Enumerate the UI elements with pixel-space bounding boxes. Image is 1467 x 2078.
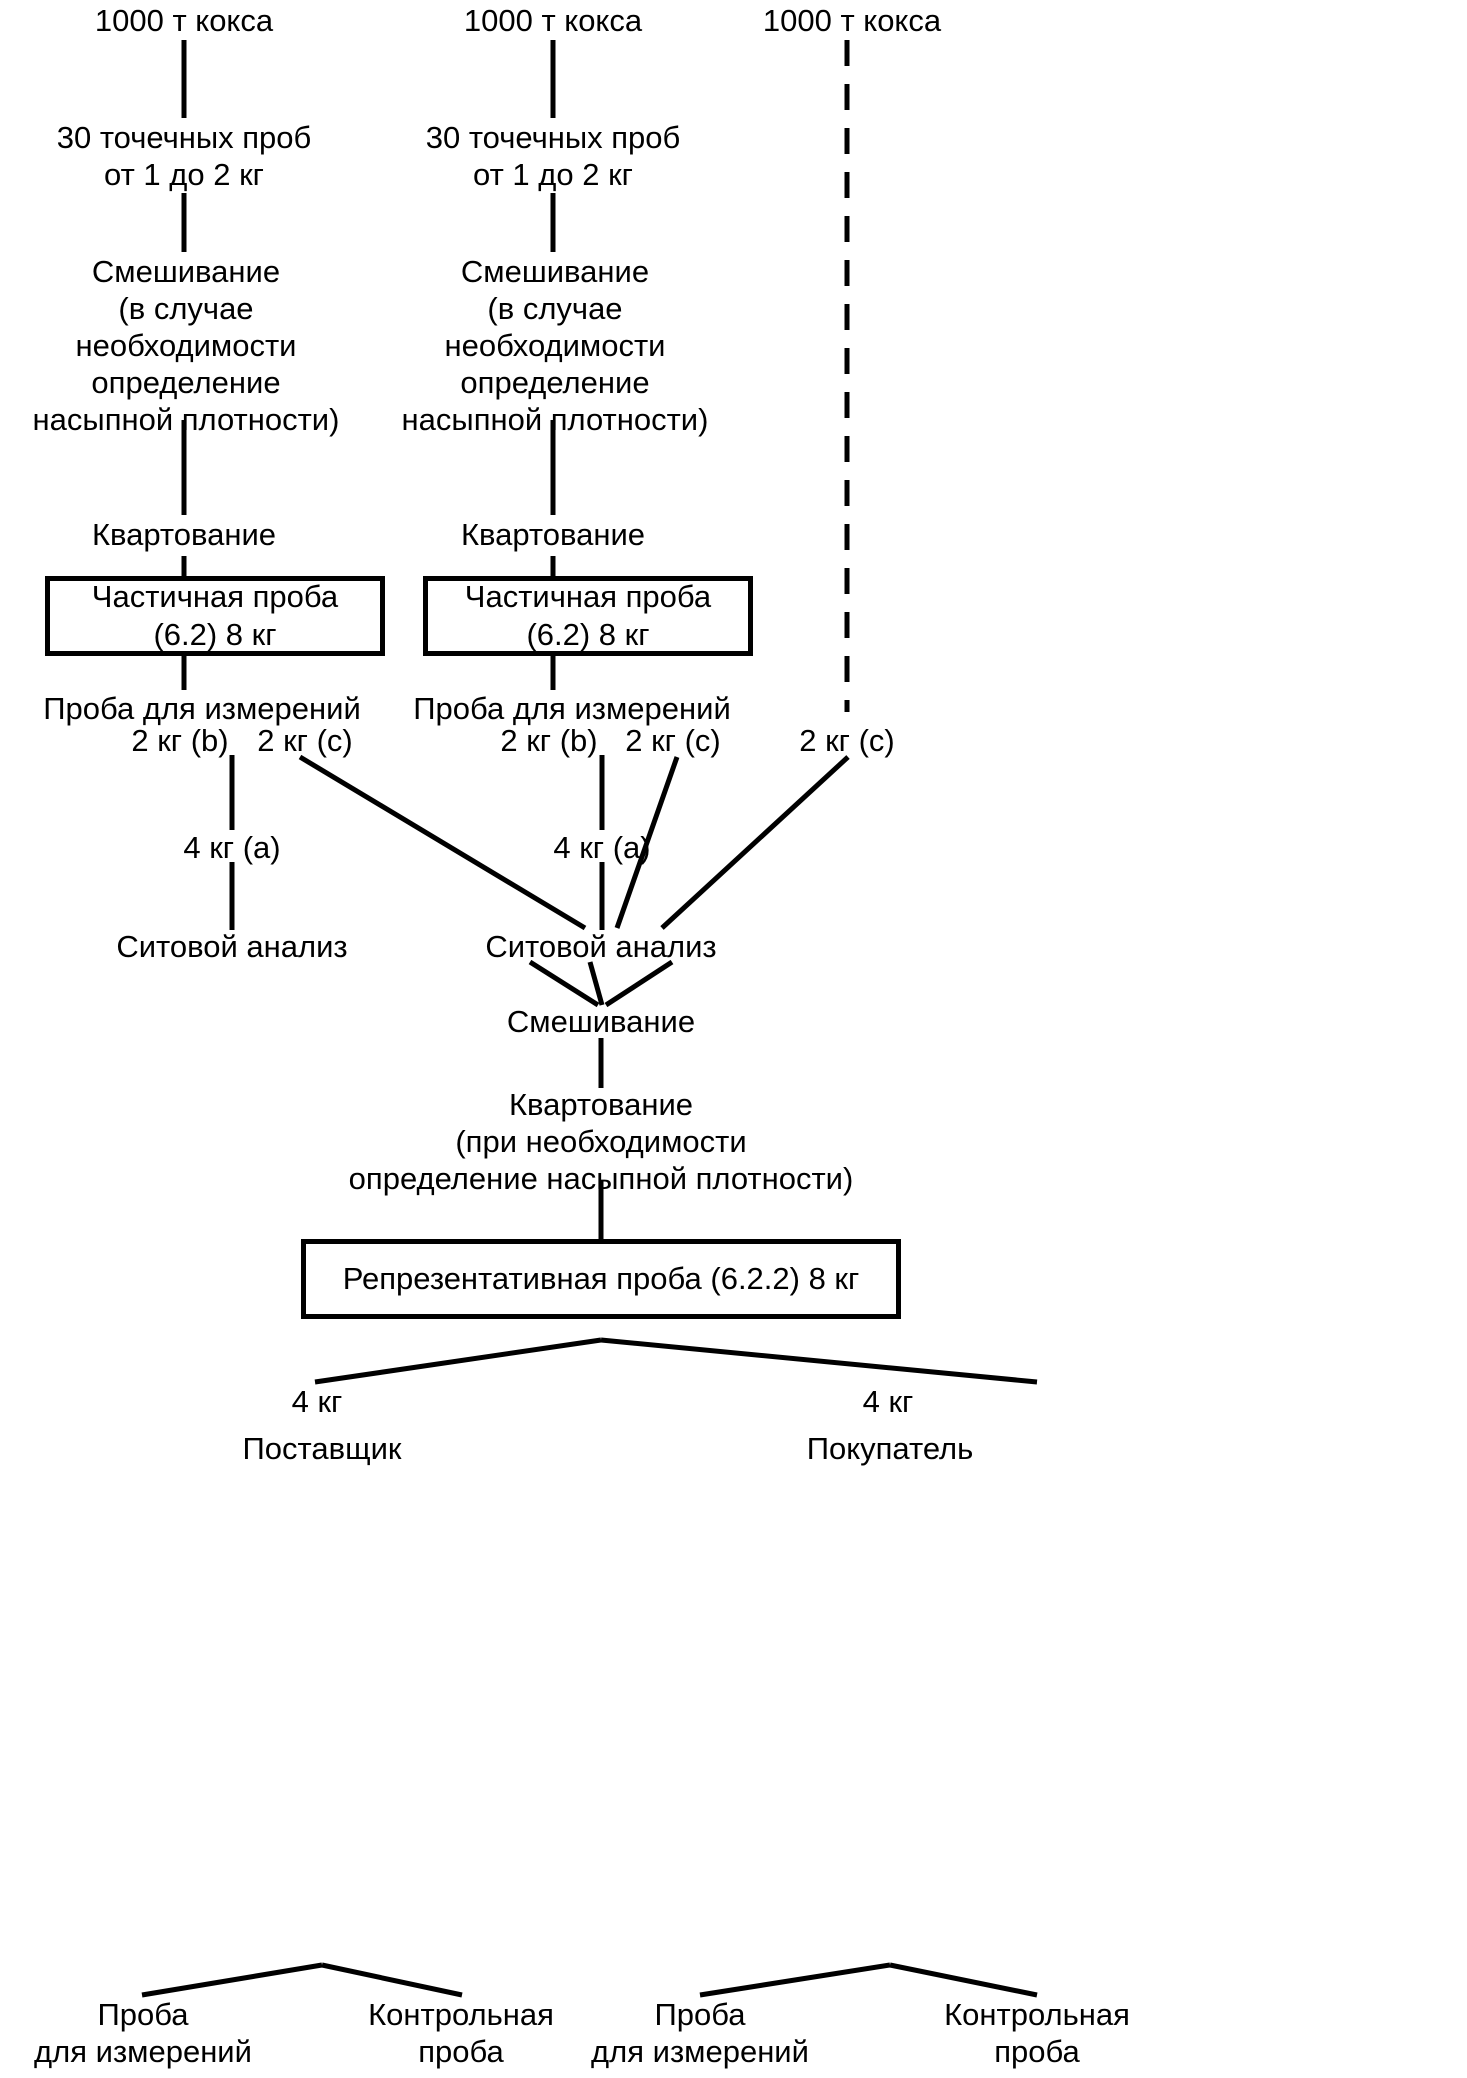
node-supplier-reference-sample: Контрольная проба: [368, 1997, 554, 2069]
edge-supplier-to-test-sample: [141, 1962, 323, 1998]
edge-repbox-to-buyer-branch: [600, 1337, 1038, 1385]
edge-sieve2-to-mixing-left: [528, 959, 600, 1008]
box-partial-sample-2: Частичная проба (6.2) 8 кг: [423, 576, 753, 656]
label-4kg-a-1: 4 кг (a): [183, 830, 281, 865]
node-sieve-analysis-1: Ситовой анализ: [116, 929, 348, 964]
node-buyer-test-sample: Проба для измерений: [591, 1997, 809, 2069]
edge-sieve2-to-mixing-mid: [587, 961, 605, 1006]
node-increments-1: 30 точечных проб от 1 до 2 кг: [56, 120, 312, 192]
node-quartering-2: Квартование: [460, 517, 646, 552]
label-2kg-c-2: 2 кг (c): [625, 723, 721, 758]
label-2kg-c-3: 2 кг (c): [799, 723, 895, 758]
node-coke-1: 1000 т кокса: [94, 3, 274, 38]
edge-sieve2-to-mixing-right: [604, 959, 674, 1008]
node-mixing-final: Смешивание: [506, 1004, 696, 1039]
label-2kg-b-1: 2 кг (b): [131, 723, 229, 758]
node-mixing-1: Смешивание (в случае необходимости опред…: [32, 254, 340, 437]
node-coke-2: 1000 т кокса: [463, 3, 643, 38]
edge-repbox-to-supplier-branch: [314, 1337, 602, 1385]
node-supplier-test-sample: Проба для измерений: [34, 1997, 252, 2069]
label-test-sample-1: Проба для измерений: [43, 691, 361, 726]
node-increments-2: 30 точечных проб от 1 до 2 кг: [425, 120, 681, 192]
node-mixing-2: Смешивание (в случае необходимости опред…: [401, 254, 709, 437]
label-4kg-buyer: 4 кг: [862, 1384, 914, 1419]
label-4kg-a-2: 4 кг (a): [553, 830, 651, 865]
box-partial-sample-1: Частичная проба (6.2) 8 кг: [45, 576, 385, 656]
edge-buyer-to-reference-sample: [889, 1962, 1038, 1998]
node-quartering-1: Квартование: [91, 517, 277, 552]
node-coke-3: 1000 т кокса: [762, 3, 942, 38]
node-supplier: Поставщик: [242, 1431, 402, 1466]
node-buyer: Покупатель: [806, 1431, 974, 1466]
node-buyer-reference-sample: Контрольная проба: [944, 1997, 1130, 2069]
node-sieve-analysis-2: Ситовой анализ: [485, 929, 717, 964]
edge-buyer-to-test-sample: [699, 1962, 891, 1998]
edge-supplier-to-reference-sample: [321, 1962, 463, 1998]
label-4kg-supplier: 4 кг: [291, 1384, 343, 1419]
label-test-sample-2: Проба для измерений: [413, 691, 731, 726]
label-2kg-b-2: 2 кг (b): [500, 723, 598, 758]
label-2kg-c-1: 2 кг (c): [257, 723, 353, 758]
box-representative-sample: Репрезентативная проба (6.2.2) 8 кг: [301, 1239, 901, 1319]
node-quartering-final: Квартование (при необходимости определен…: [348, 1087, 854, 1196]
